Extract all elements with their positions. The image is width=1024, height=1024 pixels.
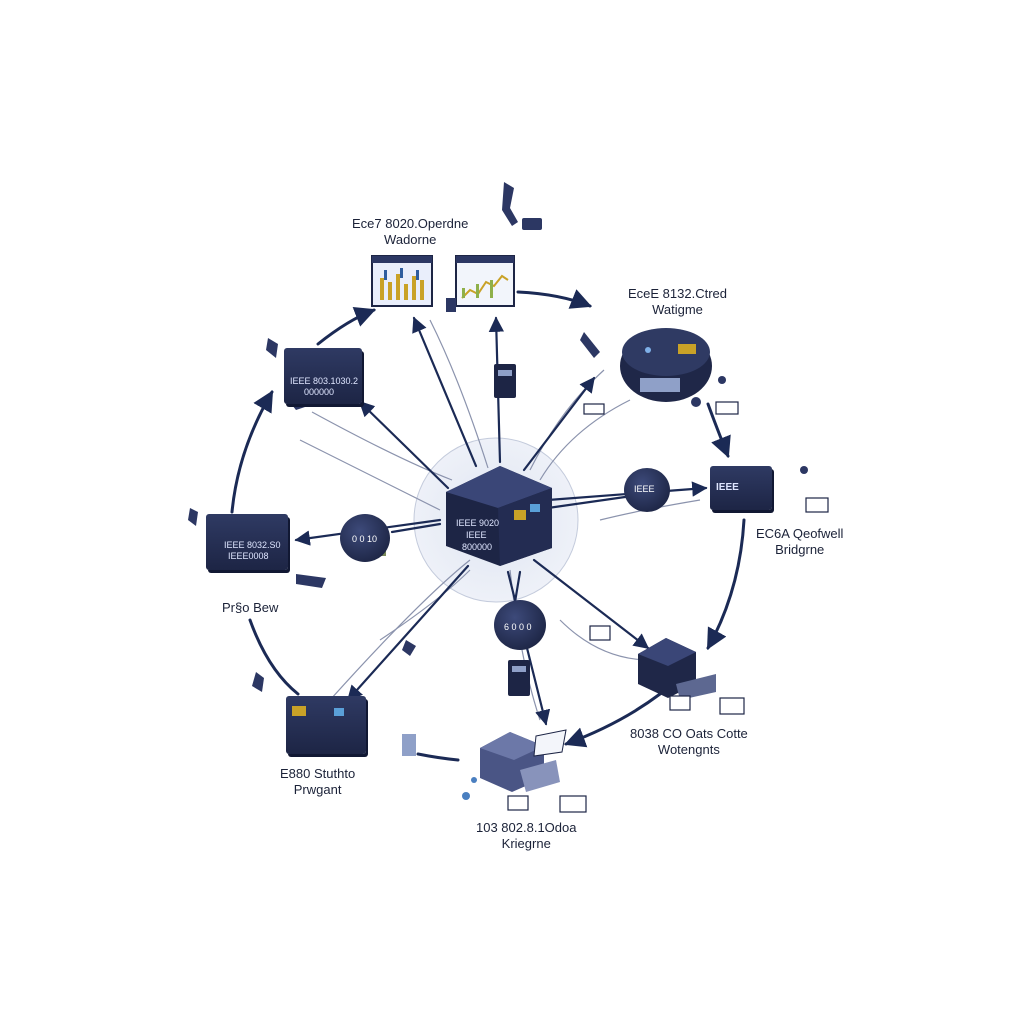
small-tower bbox=[508, 660, 530, 696]
round-device-topright bbox=[620, 328, 712, 402]
label-bottom-right-line-1: 8038 CO Oats Cotte bbox=[630, 726, 748, 741]
hub-text-1: IEEE 9020 bbox=[456, 518, 500, 528]
disc-right: IEEE bbox=[624, 468, 670, 512]
label-right: EC6A Qeofwell Bridgrne bbox=[756, 526, 843, 558]
device-lower-right bbox=[638, 638, 716, 700]
monitor-right bbox=[455, 255, 515, 307]
ring-arrow-right-to-lowerright bbox=[706, 518, 746, 650]
status-indicator bbox=[292, 706, 306, 716]
ring-arrow-bottomleft-to-left bbox=[248, 618, 300, 696]
disc-lower: 6 0 0 0 bbox=[494, 600, 546, 650]
label-top: Ece7 8020.Operdne Wadorne bbox=[352, 216, 468, 248]
label-bottom-right-line-2: Wotengnts bbox=[657, 742, 720, 757]
label-bottom-right: 8038 CO Oats Cotte Wotengnts bbox=[630, 726, 748, 758]
label-bottom-left-line-1: E880 Stuthto bbox=[280, 766, 356, 781]
small-tower-top bbox=[494, 364, 516, 398]
disc-right-text: IEEE bbox=[634, 484, 655, 494]
label-left: Pr§o Bew bbox=[222, 600, 278, 616]
disc-left-text: 0 0 10 bbox=[352, 534, 378, 544]
label-bottom-left-line-2: Prwgant bbox=[293, 782, 342, 797]
ring-arrow-topright-to-right bbox=[706, 402, 731, 458]
ring-arrow-left-to-upperleft bbox=[230, 390, 274, 514]
label-bottom-left: E880 Stuthto Prwgant bbox=[280, 766, 355, 798]
switch-right: IEEE bbox=[710, 466, 772, 510]
switch-upper-left: IEEE 803.1030.2 000000 bbox=[284, 348, 362, 404]
disc-left: 0 0 10 bbox=[340, 514, 390, 562]
label-right-line-1: EC6A Qeofwell bbox=[756, 526, 844, 541]
switch-upper-left-line-1: IEEE 803.1030.2 bbox=[290, 376, 359, 386]
ring-arrow-lowerright-to-bottom bbox=[564, 692, 662, 748]
spoke-arrows bbox=[294, 316, 708, 726]
switch-left: IEEE 8032.S0 IEEE0008 bbox=[206, 514, 288, 570]
ring-arrows bbox=[230, 289, 746, 762]
switch-bottom-left bbox=[286, 696, 366, 754]
switch-left-line-2: IEEE0008 bbox=[228, 551, 269, 561]
switch-right-text: IEEE bbox=[716, 482, 739, 493]
label-top-right-line-2: Watigme bbox=[652, 302, 703, 317]
status-indicator bbox=[334, 708, 344, 716]
ring-arrow-bottom-to-bottomleft bbox=[416, 752, 460, 762]
ring-arrow-upperleft-to-top bbox=[316, 306, 376, 346]
switch-upper-left-line-2: 000000 bbox=[304, 387, 335, 397]
laptop-icons bbox=[507, 401, 829, 813]
label-top-line-1: Ece7 8020.Operdne bbox=[352, 216, 469, 231]
hub-text-2: IEEE bbox=[466, 530, 487, 540]
label-bottom-line-1: 103 802.8.1Odoa bbox=[476, 820, 577, 835]
center-hub bbox=[446, 466, 552, 566]
label-bottom: 103 802.8.1Odoa Kriegrne bbox=[476, 820, 576, 852]
label-top-right-line-1: EceE 8132.Ctred bbox=[628, 286, 728, 301]
ring-arrow-top-to-topright bbox=[516, 289, 592, 309]
label-left-line-1: Pr§o Bew bbox=[222, 600, 279, 615]
switch-left-line-1: IEEE 8032.S0 bbox=[224, 540, 281, 550]
disc-lower-text: 6 0 0 0 bbox=[504, 622, 532, 632]
monitor-left bbox=[371, 255, 433, 307]
thin-curves bbox=[299, 319, 701, 721]
label-top-line-2: Wadorne bbox=[384, 232, 437, 247]
label-top-right: EceE 8132.Ctred Watigme bbox=[628, 286, 727, 318]
label-bottom-line-2: Kriegrne bbox=[501, 836, 551, 851]
device-bottom bbox=[480, 729, 567, 792]
label-right-line-2: Bridgrne bbox=[775, 542, 825, 557]
hub-text-3: 800000 bbox=[462, 542, 493, 552]
